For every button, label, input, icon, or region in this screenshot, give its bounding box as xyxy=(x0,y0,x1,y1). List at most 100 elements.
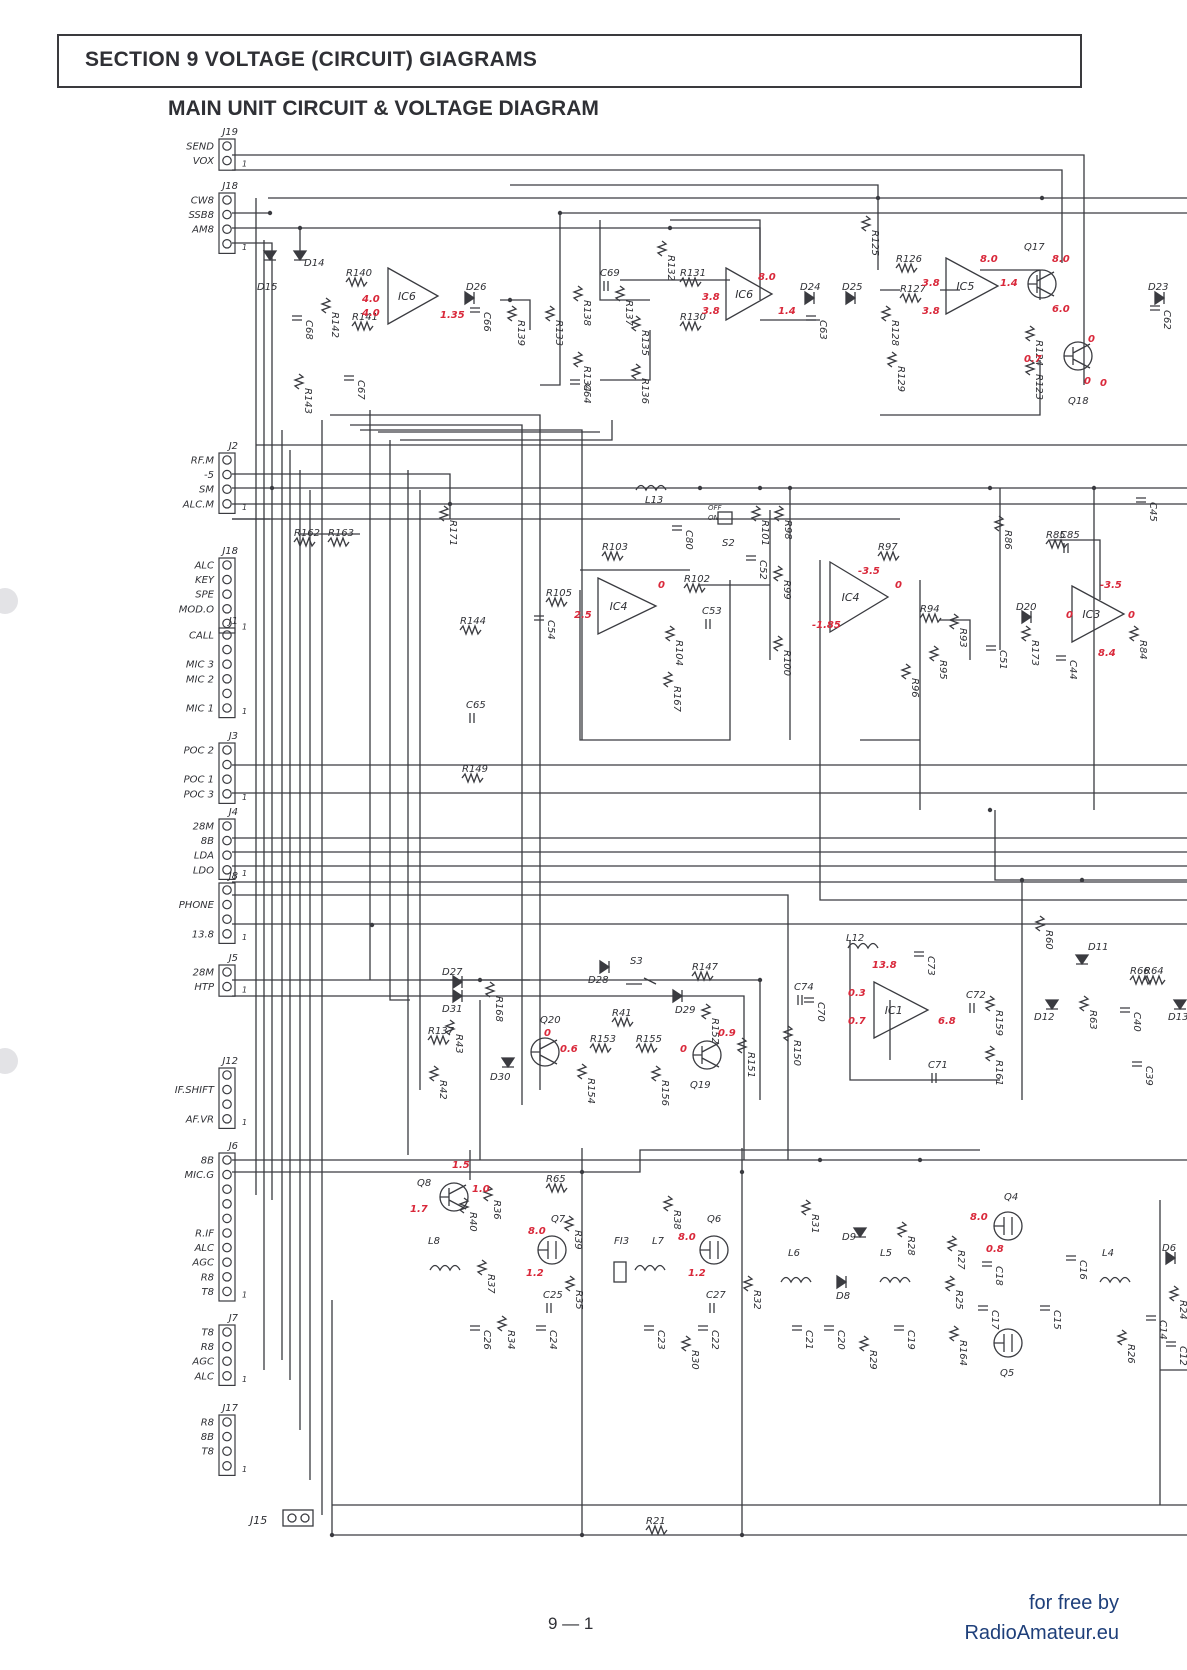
connector-pin-label: ALC xyxy=(194,1371,214,1382)
capacitor-label: C24 xyxy=(547,1330,558,1350)
resistor-symbol xyxy=(650,1065,662,1082)
capacitor-symbol xyxy=(644,1325,654,1331)
resistor-symbol xyxy=(345,276,368,288)
voltage-reading: 8.0 xyxy=(758,272,776,283)
resistor-symbol xyxy=(700,1003,712,1020)
junction-dot xyxy=(667,225,673,231)
resistor-symbol xyxy=(351,320,374,332)
resistor-label: R35 xyxy=(573,1290,584,1310)
resistor-label: R126 xyxy=(896,254,922,265)
capacitor-symbol xyxy=(806,315,816,321)
connector-pin xyxy=(222,659,232,669)
resistor-label: R136 xyxy=(639,378,650,404)
transistor-leads xyxy=(1064,343,1091,369)
resistor-label: R94 xyxy=(920,604,940,615)
voltage-reading: 1.2 xyxy=(526,1268,544,1279)
resistor-label: R101 xyxy=(759,520,770,546)
connector-pin xyxy=(222,703,232,713)
connector-pin-label: IF.SHIFT xyxy=(175,1085,215,1096)
connector-pin xyxy=(222,899,232,910)
connector-pin xyxy=(222,1356,232,1366)
connector-pin xyxy=(222,155,232,166)
capacitor-symbol xyxy=(986,645,996,651)
connector-pin xyxy=(222,981,232,992)
capacitor-label: C62 xyxy=(1161,310,1172,330)
diode-symbol xyxy=(464,290,476,306)
voltage-reading: 1.5 xyxy=(452,1160,470,1171)
resistor-symbol xyxy=(984,1045,996,1062)
resistor-symbol xyxy=(630,363,642,380)
resistor-label: R104 xyxy=(673,640,684,666)
resistor-symbol xyxy=(948,1325,960,1342)
op-amp-symbol xyxy=(597,576,658,636)
inductor-symbol xyxy=(847,942,879,950)
connector-pin xyxy=(222,1155,232,1165)
voltage-reading: 0 xyxy=(544,1028,551,1039)
voltage-reading: 4.0 xyxy=(361,294,380,305)
voltage-reading: 0 xyxy=(1088,334,1095,345)
capacitor-label: C22 xyxy=(709,1330,720,1350)
capacitor-label: C23 xyxy=(655,1330,666,1350)
voltage-reading: 2.5 xyxy=(574,610,592,621)
resistor-symbol xyxy=(782,1025,794,1042)
connector-pin-label: VOX xyxy=(193,156,215,167)
voltage-reading: 0 xyxy=(1066,610,1073,621)
resistor-label: R167 xyxy=(671,686,682,713)
diode-label: D15 xyxy=(257,282,277,293)
connector-pin-label: MIC 1 xyxy=(186,704,214,715)
connector-pin-label: MIC 2 xyxy=(186,674,214,685)
diode-label: D11 xyxy=(1088,942,1108,953)
voltage-reading: 13.8 xyxy=(872,960,897,971)
resistor-symbol xyxy=(458,1197,470,1214)
section-header-box: SECTION 9 VOLTAGE (CIRCUIT) GIAGRAMS xyxy=(57,34,1082,88)
capacitor-label: C73 xyxy=(925,956,936,976)
switch-symbol xyxy=(626,977,657,985)
connector-pin xyxy=(222,1272,232,1282)
capacitor-symbol xyxy=(1150,305,1160,311)
resistor-label: R147 xyxy=(692,962,719,973)
diode-symbol xyxy=(1021,609,1033,625)
op-amp-symbol xyxy=(1071,584,1126,644)
transistor-label: Q20 xyxy=(540,1015,561,1026)
connector-j17 xyxy=(218,1414,236,1477)
capacitor-label: C71 xyxy=(928,1060,948,1071)
pin-one-mark: 1 xyxy=(242,503,247,512)
voltage-reading: 0 xyxy=(658,580,665,591)
resistor-label: R60 xyxy=(1043,930,1054,950)
connector-pin xyxy=(222,821,232,831)
resistor-symbol xyxy=(545,1182,568,1194)
connector-j3 xyxy=(218,742,236,805)
capacitor-label: C67 xyxy=(355,380,366,400)
transistor-leads xyxy=(1028,271,1055,297)
capacitor-label: C54 xyxy=(545,620,556,640)
fet-gates xyxy=(538,1241,557,1259)
resistor-label: R153 xyxy=(590,1034,616,1045)
resistor-symbol xyxy=(656,240,668,257)
connector-pin xyxy=(222,1446,232,1456)
connector-pin-label: 8B xyxy=(201,836,214,847)
switch-state-label: ON xyxy=(708,514,720,522)
credit-line-1: for free by xyxy=(1028,1592,1119,1614)
voltage-reading: 8.0 xyxy=(980,254,998,265)
resistor-label: R86 xyxy=(1002,530,1013,550)
connector-pin xyxy=(222,745,232,755)
capacitor-symbol xyxy=(1066,1255,1076,1261)
voltage-reading: 0.7 xyxy=(1024,354,1042,365)
capacitor-label: C15 xyxy=(1051,1310,1062,1330)
resistor-label: R29 xyxy=(867,1350,878,1370)
connector-pin xyxy=(222,239,232,249)
resistor-symbol xyxy=(635,1042,658,1054)
capacitor-label: C80 xyxy=(683,530,694,550)
resistor-symbol xyxy=(736,1037,748,1054)
resistor-symbol xyxy=(900,663,912,680)
resistor-label: R140 xyxy=(346,268,372,279)
capacitor-symbol xyxy=(570,379,580,385)
connector-id: J3 xyxy=(227,731,238,742)
diode-label: D30 xyxy=(490,1072,510,1083)
connector-j5 xyxy=(218,964,236,997)
diode-symbol xyxy=(262,250,278,262)
resistor-symbol xyxy=(614,285,626,302)
connector-pin xyxy=(222,1341,232,1352)
